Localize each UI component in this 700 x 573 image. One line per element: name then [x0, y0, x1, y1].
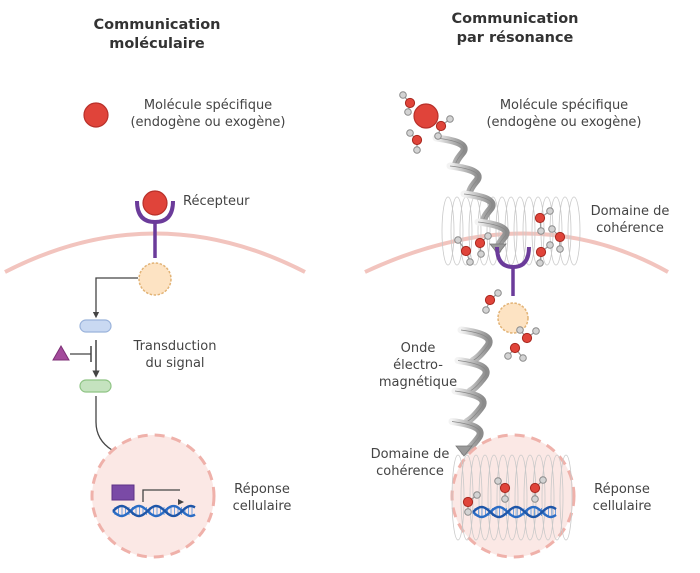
coherence-bottom-label-line2: cohérence — [376, 464, 444, 479]
dna-strand — [472, 505, 557, 519]
right-molecule-label-line2: (endogène ou exogène) — [486, 115, 642, 130]
wave-segment — [454, 357, 490, 395]
left-response-label-line2: cellulaire — [232, 499, 292, 514]
right-title-line1: Communication — [451, 11, 579, 27]
specific-molecule-icon — [413, 103, 439, 129]
water-molecule-icon — [529, 476, 547, 503]
water-molecules — [399, 91, 566, 516]
transduction-label-line1: Transduction — [133, 339, 217, 354]
dna-strand — [112, 504, 196, 518]
coherence-bottom-label-line1: Domaine de — [370, 447, 450, 462]
specific-molecule-icon — [83, 102, 109, 128]
coherence-field-line — [450, 196, 464, 266]
coherence-field-line — [441, 196, 455, 266]
coherence-field-line — [558, 196, 572, 266]
transcription-factor-icon — [111, 484, 135, 501]
right-response-label-line2: cellulaire — [592, 499, 652, 514]
transcription-start-arrow — [142, 489, 180, 502]
coherence-field-line — [567, 196, 581, 266]
receptor-label: Récepteur — [183, 194, 250, 209]
coherence-field-line — [486, 196, 500, 266]
coherence-top-label-line1: Domaine de — [590, 204, 670, 219]
right-molecule-label-line1: Molécule spécifique — [499, 98, 629, 113]
inhibitor-triangle-icon — [52, 344, 70, 361]
water-molecule-icon — [516, 326, 540, 344]
green-protein-icon — [79, 379, 112, 393]
water-molecule-icon — [504, 342, 527, 362]
bound-molecule-icon — [142, 190, 168, 216]
coherence-top-label-line2: cohérence — [596, 221, 664, 236]
wave-label-line2: électro- — [393, 358, 443, 373]
right-title: Communication par résonance — [430, 10, 600, 48]
left-molecule-label: Molécule spécifique (endogène ou exogène… — [118, 97, 298, 131]
signal-arrow-1 — [92, 277, 138, 319]
coherence-field-line — [522, 196, 536, 266]
water-molecule-icon — [462, 491, 481, 516]
enzyme-icon — [138, 262, 172, 296]
coherence-field-line — [451, 454, 465, 541]
wave-segment — [446, 162, 482, 198]
dna-icon-left — [112, 504, 196, 518]
wave-label-line3: magnétique — [378, 375, 458, 390]
water-molecule-icon — [474, 232, 492, 258]
em-wave-top-icon — [432, 134, 510, 255]
left-response-label-line1: Réponse — [234, 482, 290, 497]
coherence-bottom-label: Domaine de cohérence — [360, 446, 460, 480]
left-response-label: Réponse cellulaire — [222, 481, 302, 515]
left-title: Communication moléculaire — [72, 16, 242, 54]
water-molecule-icon — [454, 236, 474, 266]
water-molecule-icon — [434, 115, 454, 140]
transduction-label-line2: du signal — [145, 356, 205, 371]
wave-segment — [432, 134, 468, 170]
coherence-field-line — [541, 454, 555, 541]
right-panel — [364, 91, 669, 559]
coherence-field-line — [559, 454, 573, 541]
left-molecule-label-line2: (endogène ou exogène) — [130, 115, 286, 130]
right-title-line2: par résonance — [456, 30, 574, 46]
water-molecule-cluster-top — [413, 103, 439, 129]
transcription-arrowhead — [178, 499, 184, 505]
water-molecule-icon — [535, 241, 554, 267]
water-molecule-icon — [399, 91, 416, 116]
coherence-field-line — [550, 454, 564, 541]
wave-label-line1: Onde — [400, 341, 436, 356]
right-response-label: Réponse cellulaire — [582, 481, 662, 515]
water-molecule-icon — [494, 477, 511, 503]
wave-outline — [457, 360, 487, 392]
nucleus-left — [90, 433, 216, 559]
coherence-field-line — [514, 454, 528, 541]
coherence-field-line — [487, 454, 501, 541]
wave-outline — [460, 329, 490, 361]
enzyme-icon-right — [497, 302, 529, 334]
blue-protein-icon — [79, 319, 112, 333]
wave-label: Onde électro- magnétique — [378, 340, 458, 391]
water-molecule-icon — [406, 129, 423, 154]
left-molecule-label-line1: Molécule spécifique — [143, 98, 273, 113]
coherence-top-label: Domaine de cohérence — [580, 203, 680, 237]
right-response-label-line1: Réponse — [594, 482, 650, 497]
left-title-line1: Communication — [93, 17, 221, 33]
wave-segment — [451, 387, 487, 425]
left-title-line2: moléculaire — [109, 36, 205, 52]
dna-icon-right — [472, 505, 557, 519]
wave-segment — [457, 326, 493, 364]
water-molecule-icon — [534, 207, 554, 235]
em-wave-bottom-icon — [448, 326, 493, 457]
water-molecule-icon — [482, 289, 502, 314]
coherence-field-line — [513, 196, 527, 266]
transduction-label: Transduction du signal — [120, 338, 230, 372]
right-molecule-label: Molécule spécifique (endogène ou exogène… — [474, 97, 654, 131]
wave-outline — [454, 390, 484, 422]
left-panel — [4, 102, 306, 559]
coherence-field-line — [496, 454, 510, 541]
water-molecule-icon — [548, 225, 566, 253]
wave-arrowhead — [455, 445, 473, 457]
